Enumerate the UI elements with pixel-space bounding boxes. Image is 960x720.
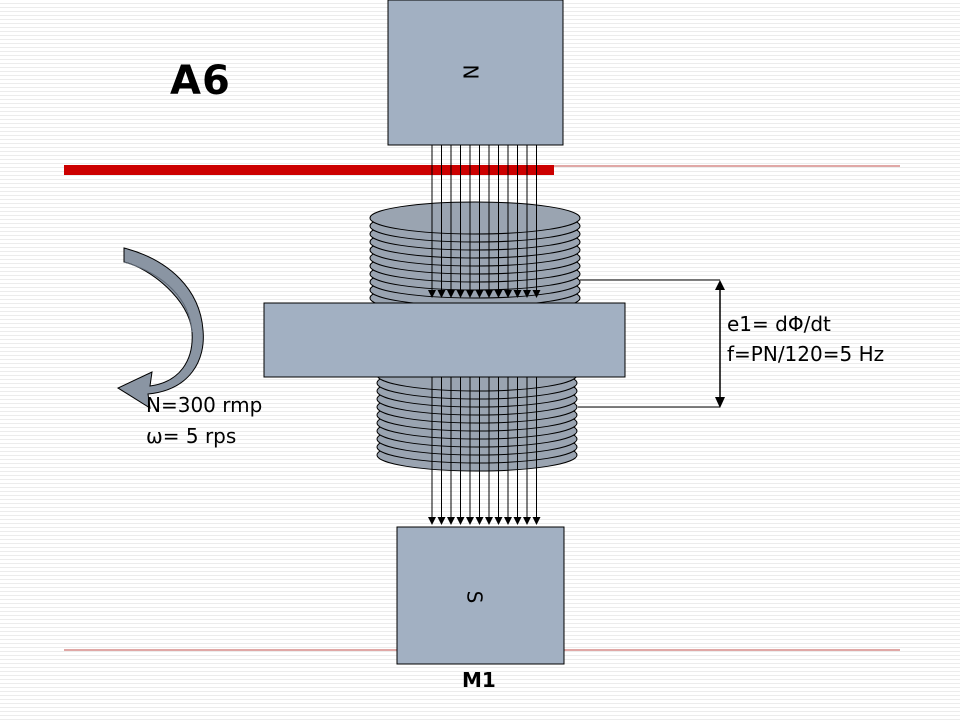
- speed-rpm-text: N=300 rmp: [146, 393, 263, 417]
- upper-coil: [369, 201, 581, 315]
- machine-label: M1: [462, 668, 496, 692]
- flux-lines-lower: [428, 377, 541, 525]
- emf-equation: e1= dΦ/dt: [727, 312, 831, 336]
- north-pole-label: N: [458, 64, 483, 80]
- north-pole: [387, 0, 564, 146]
- speed-rps-text: ω= 5 rps: [146, 424, 237, 448]
- voltage-arrowhead-bottom: [715, 397, 725, 408]
- upper-coil-turn: [369, 201, 581, 235]
- rotation-arrow-icon: [116, 247, 204, 409]
- slide-title: A6: [170, 58, 231, 104]
- voltage-arrowhead-top: [715, 280, 725, 290]
- frequency-equation: f=PN/120=5 Hz: [727, 342, 885, 366]
- south-pole: [396, 526, 565, 665]
- rotor-bar: [263, 302, 626, 378]
- south-pole-label: S: [462, 590, 487, 604]
- flux-lines-upper: [428, 145, 541, 298]
- title-accent-bar: [64, 165, 554, 175]
